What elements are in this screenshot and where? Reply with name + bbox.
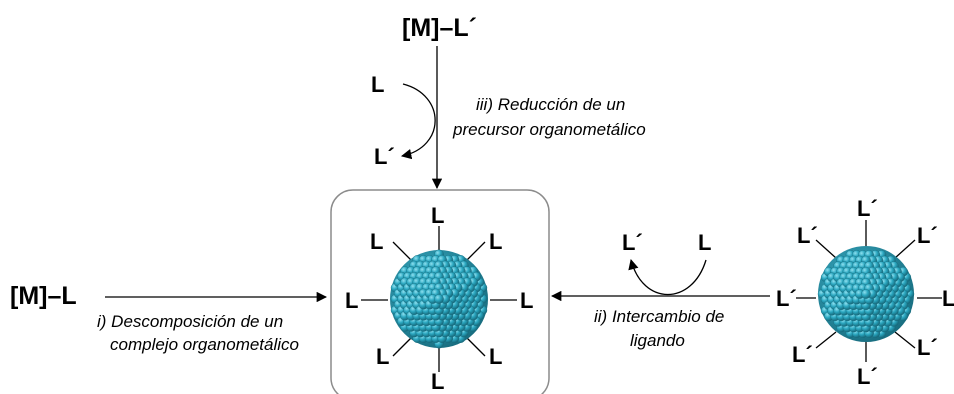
center-bond-top-left [392, 241, 412, 261]
right-ligand-left: L´ [776, 286, 797, 311]
right-incoming-ligand: L [698, 230, 711, 255]
right-ligand-top-left: L´ [797, 223, 818, 248]
route-i-caption-line2: complejo organometálico [110, 335, 299, 354]
right-ligand-top-right: L´ [917, 223, 938, 248]
right-ligand-bottom-right: L´ [917, 335, 938, 360]
route-iii-caption-line2: precursor organometálico [452, 120, 646, 139]
right-outgoing-ligand: L´ [622, 230, 643, 255]
right-exchange-curved-arrow [628, 258, 707, 295]
center-ligand-top-left: L [370, 229, 383, 254]
top-precursor-label: [M]–L´ [402, 14, 477, 42]
center-ligand-right: L [520, 288, 533, 313]
top-outgoing-ligand: L´ [374, 144, 395, 169]
right-ligand-bottom: L´ [857, 364, 878, 389]
route-ii-caption-line2: ligando [630, 331, 685, 350]
right-ligand-bottom-left: L´ [792, 342, 813, 367]
center-ligand-bottom-left: L [376, 344, 389, 369]
right-bond-bottom-right [894, 331, 916, 349]
center-ligand-bottom-right: L [489, 344, 502, 369]
center-ligand-top-right: L [489, 229, 502, 254]
center-bond-bottom-right [466, 337, 486, 357]
center-ligand-left: L [345, 288, 358, 313]
center-nanoparticle: L L L L L L L L [345, 203, 533, 394]
right-bond-top-right [894, 239, 916, 259]
center-ligand-bottom: L [431, 369, 444, 394]
center-bond-top-right [466, 241, 486, 261]
right-nanoparticle: L´ L´ L´ L L´ L´ L´ L´ [776, 196, 954, 389]
right-bond-top-left [815, 239, 837, 259]
center-bond-bottom-left [392, 337, 412, 357]
left-precursor-label: [M]–L [10, 282, 77, 310]
right-bond-bottom-left [815, 331, 837, 349]
center-ligand-top: L [431, 203, 444, 228]
right-ligand-top: L´ [857, 196, 878, 221]
top-exchange-curved-arrow [400, 83, 436, 160]
atom-sphere [434, 294, 444, 304]
right-ligand-right: L [942, 286, 954, 311]
center-product-box [330, 189, 550, 394]
atom-sphere [861, 289, 871, 299]
route-ii-caption-line1: ii) Intercambio de [594, 307, 724, 326]
top-incoming-ligand: L [371, 72, 384, 97]
route-i-caption-line1: i) Descomposición de un [97, 312, 283, 331]
route-iii-caption-line1: iii) Reducción de un [476, 95, 625, 114]
